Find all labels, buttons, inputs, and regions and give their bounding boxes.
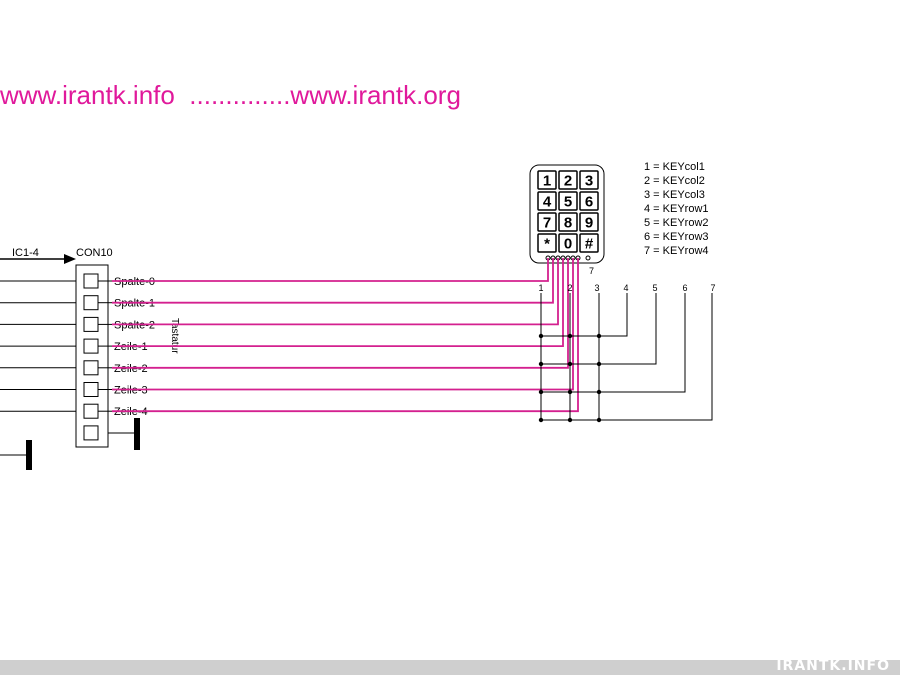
keypad-pin-label: 7 <box>589 266 594 276</box>
key-label: 9 <box>585 215 593 232</box>
matrix-junction <box>538 389 544 395</box>
footer-logo-text: IRANTK.INFO <box>776 658 890 674</box>
matrix-junction <box>567 333 573 339</box>
pin-number-4: 4 <box>623 283 628 293</box>
pin-label: Spalte-2 <box>114 319 155 331</box>
pin-label: Zeile-3 <box>114 385 148 397</box>
matrix-junction <box>596 333 602 339</box>
connector-pin-2 <box>83 295 99 311</box>
keypad-pin <box>585 255 591 261</box>
matrix-junction <box>596 361 602 367</box>
ic-label: IC1-4 <box>12 247 39 259</box>
key-label: # <box>585 236 594 253</box>
key-3 <box>579 170 599 190</box>
key-label: 8 <box>564 215 572 232</box>
pin-number-6: 6 <box>682 283 687 293</box>
connector-title: Tastatur <box>169 318 180 354</box>
pin-number-5: 5 <box>652 283 657 293</box>
key-label: 5 <box>564 194 572 211</box>
legend-item: 7 = KEYrow4 <box>644 245 709 257</box>
pin-numbers: 1 2 3 4 5 6 7 <box>538 283 715 293</box>
key-4 <box>537 191 557 211</box>
key-6 <box>579 191 599 211</box>
key-label: 6 <box>585 194 593 211</box>
wire-6 <box>112 258 574 391</box>
matrix-row <box>541 293 686 393</box>
connector-pin-1 <box>83 273 99 289</box>
key-2 <box>558 170 578 190</box>
connector-pin-8 <box>83 425 99 441</box>
matrix-junction <box>567 389 573 395</box>
ground-symbols <box>0 418 140 470</box>
connector-pin-4 <box>83 338 99 354</box>
wire-2 <box>112 258 554 304</box>
key-8 <box>558 212 578 232</box>
connector-name: CON10 <box>76 247 113 259</box>
matrix-junction <box>567 417 573 423</box>
key-label: 4 <box>543 194 552 211</box>
matrix-junction <box>538 333 544 339</box>
pin-number-3: 3 <box>594 283 599 293</box>
matrix-junction <box>567 361 573 367</box>
connector-pin-3 <box>83 316 99 332</box>
legend-item: 5 = KEYrow2 <box>644 217 709 229</box>
signal-wires <box>112 258 579 413</box>
matrix-junction <box>596 417 602 423</box>
matrix-junction <box>596 389 602 395</box>
connector-pins: Spalte-0Spalte-1Spalte-2Zeile-1Zeile-2Ze… <box>83 273 155 441</box>
matrix-row <box>541 293 657 365</box>
key-label: 2 <box>564 173 572 190</box>
key-1 <box>537 170 557 190</box>
key-* <box>537 233 557 253</box>
pin-label: Spalte-0 <box>114 276 155 288</box>
connector-pin-5 <box>83 360 99 376</box>
key-label: 7 <box>543 215 551 232</box>
connector-body <box>75 264 109 448</box>
key-matrix <box>538 293 713 423</box>
legend-item: 2 = KEYcol2 <box>644 175 705 187</box>
wire-1 <box>112 258 549 282</box>
connector-pin-6 <box>83 382 99 397</box>
key-label: 1 <box>543 173 551 190</box>
input-lines <box>0 280 112 412</box>
legend-item: 4 = KEYrow1 <box>644 203 709 215</box>
key-7 <box>537 212 557 232</box>
wire-3 <box>112 258 559 326</box>
ic-arrow <box>0 254 76 264</box>
wire-5 <box>112 258 569 369</box>
legend-item: 1 = KEYcol1 <box>644 161 705 173</box>
pin-label: Zeile-1 <box>114 341 148 353</box>
matrix-junction <box>538 361 544 367</box>
pin-label: Zeile-2 <box>114 363 148 375</box>
pin-number-2: 2 <box>567 283 572 293</box>
wire-7 <box>112 258 579 413</box>
header-url-text: www.irantk.info ..............www.irantk… <box>0 80 461 110</box>
key-label: 0 <box>564 236 572 253</box>
legend-item: 3 = KEYcol3 <box>644 189 705 201</box>
legend-item: 6 = KEYrow3 <box>644 231 709 243</box>
key-label: * <box>544 236 550 253</box>
matrix-junction <box>538 417 544 423</box>
key-# <box>579 233 599 253</box>
key-label: 3 <box>585 173 593 190</box>
pin-label: Spalte-1 <box>114 298 155 310</box>
pin-legend: 1 = KEYcol1 2 = KEYcol2 3 = KEYcol3 4 = KEY… <box>644 161 709 257</box>
pin-label: Zeile-4 <box>114 406 148 418</box>
pin-number-7: 7 <box>710 283 715 293</box>
key-9 <box>579 212 599 232</box>
connector-pin-7 <box>83 403 99 419</box>
key-0 <box>558 233 578 253</box>
key-5 <box>558 191 578 211</box>
wire-4 <box>112 258 564 348</box>
footer-bar: IRANTK.INFO <box>0 658 900 675</box>
pin-number-1: 1 <box>538 283 543 293</box>
